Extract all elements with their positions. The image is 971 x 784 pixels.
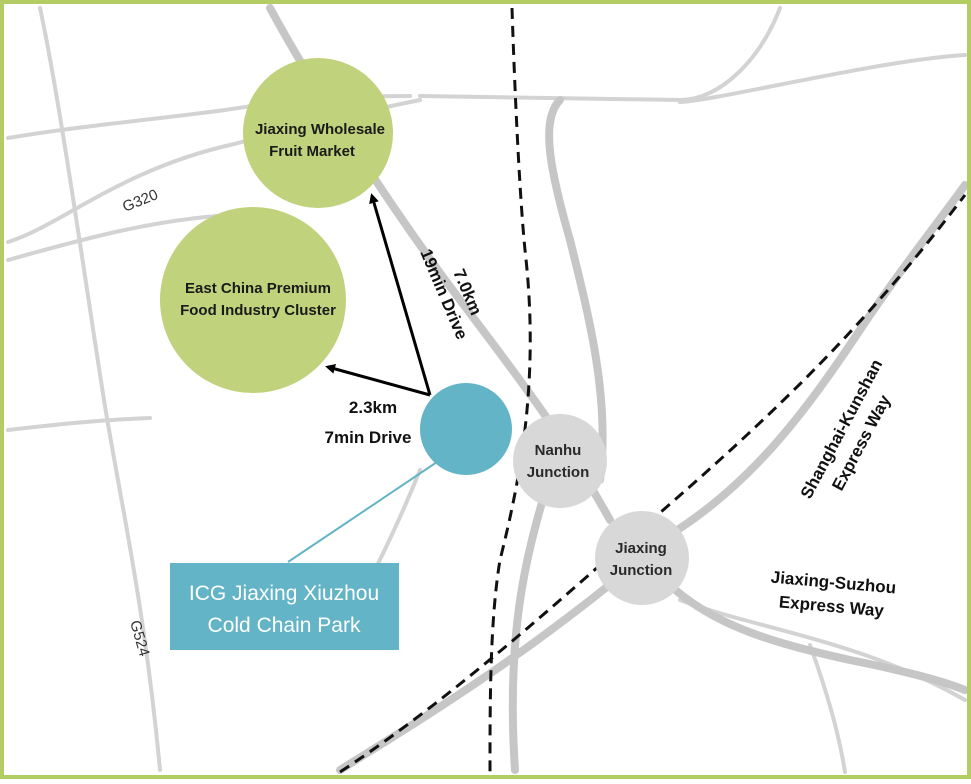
arrow-icon	[325, 364, 431, 397]
shanghai-kunshan-road	[636, 181, 969, 556]
jiaxing-junction-circle	[595, 511, 689, 605]
fruit-market-label-line2: Fruit Market	[269, 143, 355, 160]
southeast-road	[808, 643, 847, 774]
nanhu-junction-circle	[513, 414, 607, 508]
nanhu-junction-label-line1: Nanhu	[535, 442, 582, 459]
fruit-market-label-line1: Jiaxing Wholesale	[255, 121, 385, 138]
jiaxing-junction-label-line1: Jiaxing	[615, 540, 667, 557]
cluster-route-time: 7min Drive	[325, 428, 412, 447]
west-branch-road	[6, 416, 152, 432]
food-cluster-label-line1: East China Premium	[185, 280, 331, 297]
jiaxing-suzhou-road	[636, 548, 969, 694]
nanhu-junction-label-line2: Junction	[527, 464, 590, 481]
food-cluster-label-line2: Food Industry Cluster	[180, 302, 336, 319]
location-circle-icon	[420, 383, 512, 475]
fruit-market-circle	[243, 58, 393, 208]
food-cluster-circle	[160, 207, 346, 393]
park-label-box	[170, 563, 399, 650]
park-name-line2: Cold Chain Park	[208, 614, 361, 637]
park-name-line1: ICG Jiaxing Xiuzhou	[189, 582, 379, 605]
park-leader-line	[287, 461, 438, 563]
cluster-route-distance: 2.3km	[349, 398, 397, 417]
arrow-icon	[369, 193, 432, 396]
west-loop-road	[6, 213, 232, 262]
nanhu-loop-road	[545, 96, 607, 484]
g524-road	[38, 6, 162, 772]
jiaxing-junction-label-line2: Junction	[610, 562, 673, 579]
north-road-east	[678, 53, 967, 104]
